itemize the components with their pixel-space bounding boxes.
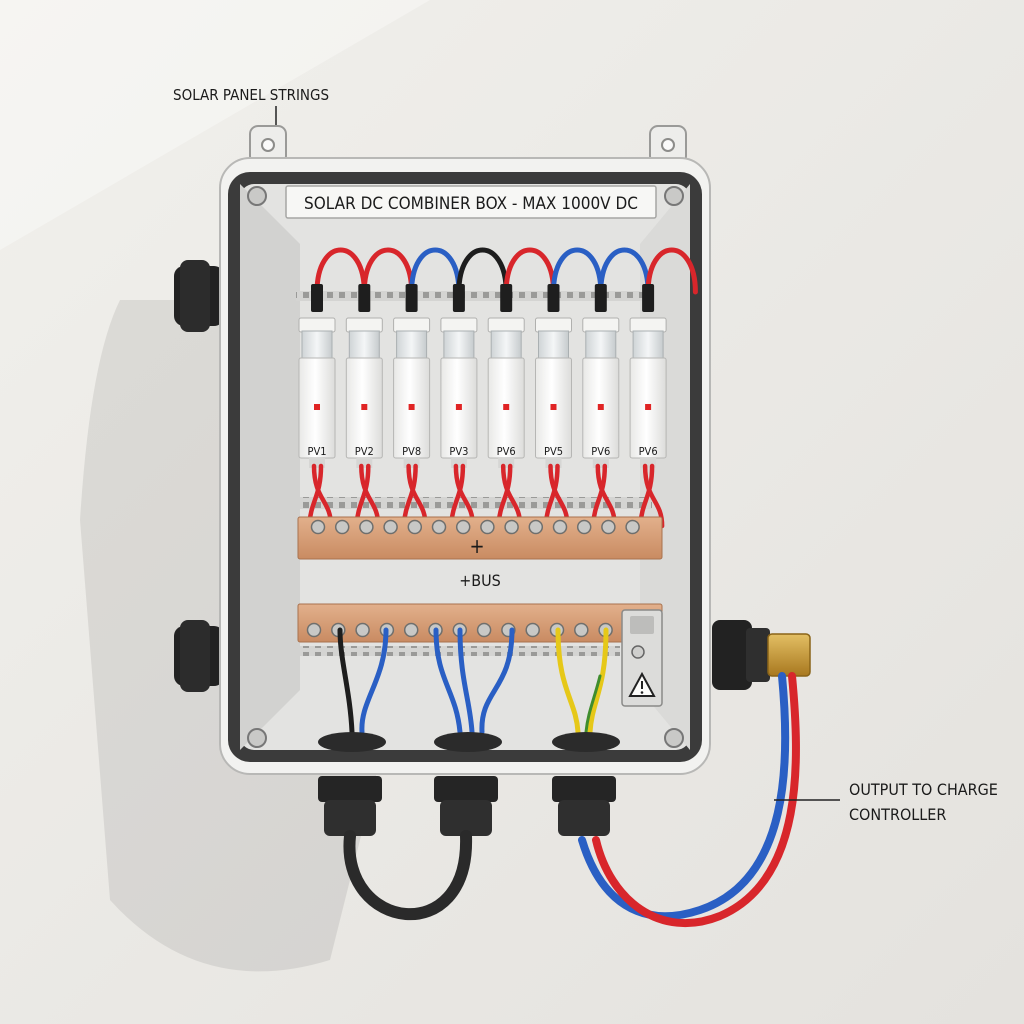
string-input-wire [598, 247, 651, 295]
string-input-wire [456, 247, 509, 295]
left-cable-glands [174, 260, 224, 692]
fuse-indicator-light [645, 404, 652, 410]
terminal-screw [574, 622, 589, 638]
black-cable-loop [343, 830, 473, 921]
terminal-screw [306, 622, 322, 638]
fuse-holder: PV1 [298, 284, 336, 468]
fuse-indicator-light [550, 404, 557, 410]
output-cables [578, 672, 800, 928]
string-input-wire [645, 247, 698, 295]
terminal-screw [525, 622, 540, 638]
fuse-holder: PV6 [629, 284, 667, 468]
fuse-indicator-light [597, 404, 604, 410]
top-din-rail [296, 291, 652, 301]
positive-busbar-terminals [310, 519, 640, 535]
fuse-indicator-light [314, 404, 320, 410]
fuse-holder: PV6 [487, 284, 525, 468]
terminal-screw [383, 519, 398, 535]
fuse-label: PV6 [639, 445, 658, 458]
fuse-holder: PV5 [535, 284, 572, 468]
terminal-screw [407, 519, 423, 535]
terminal-screw [528, 519, 544, 535]
solar-panel-strings-callout: SOLAR PANEL STRINGS [173, 86, 329, 104]
fuse-indicator-light [455, 404, 462, 410]
right-brass-gland [712, 620, 811, 690]
fuse-label: PV6 [591, 445, 610, 458]
fuse-holder: PV8 [393, 284, 431, 468]
fuse-label: PV5 [544, 445, 563, 458]
fuse-label: PV2 [355, 445, 374, 458]
bottom-cable-glands [318, 776, 616, 836]
fuse-holder: PV6 [582, 284, 620, 468]
terminal-screw [476, 622, 492, 638]
fuse-label: PV8 [402, 445, 421, 458]
ground-terminal-block [621, 609, 663, 707]
terminal-screw [625, 519, 640, 535]
terminal-screw [403, 622, 419, 638]
terminal-screw [310, 519, 326, 535]
string-input-wire [409, 247, 462, 295]
terminal-screw [455, 519, 471, 535]
fuse-label: PV3 [449, 445, 468, 458]
terminal-screw [355, 622, 370, 638]
warning-triangle-icon [628, 671, 656, 697]
lid-screws [247, 186, 684, 748]
terminal-screw [334, 519, 350, 535]
box-title-plate [285, 185, 657, 219]
fuse-holder: PV2 [345, 284, 383, 468]
output-callout-line2: CONTROLLER [849, 805, 946, 824]
fuse-holder-row: PV1 PV2 PV8 PV3 PV6 PV5 PV6 PV6 [298, 284, 667, 468]
box-title-label: SOLAR DC COMBINER BOX - MAX 1000V DC [304, 194, 638, 214]
terminal-screw [552, 519, 568, 535]
output-callout-line1: OUTPUT TO CHARGE [849, 780, 998, 799]
wall-light-highlight [0, 0, 430, 250]
terminal-screw [576, 519, 592, 535]
string-input-wire [503, 247, 556, 295]
bottom-gland-seats [318, 732, 620, 752]
fuse-label: PV6 [497, 445, 516, 458]
fuse-label: PV1 [307, 445, 326, 458]
negative-bus-wires [337, 627, 609, 735]
terminal-screw [601, 519, 616, 535]
terminal-screw [431, 519, 447, 535]
positive-bus-label: +BUS [459, 571, 501, 590]
positive-bus-symbol: + [469, 534, 484, 558]
terminal-screw [504, 519, 519, 535]
terminal-screw [480, 519, 495, 535]
fuse-indicator-light [503, 404, 510, 410]
ground-symbol-icon [631, 645, 645, 659]
fuse-indicator-light [361, 404, 368, 410]
string-input-wire [314, 247, 367, 295]
terminal-screw [359, 519, 374, 535]
string-input-wire [551, 247, 604, 295]
fuse-holder: PV3 [440, 284, 478, 468]
top-loop-wires [314, 247, 698, 295]
string-input-wire [361, 247, 415, 295]
mounting-tabs [249, 125, 687, 165]
fuse-indicator-light [408, 404, 415, 410]
